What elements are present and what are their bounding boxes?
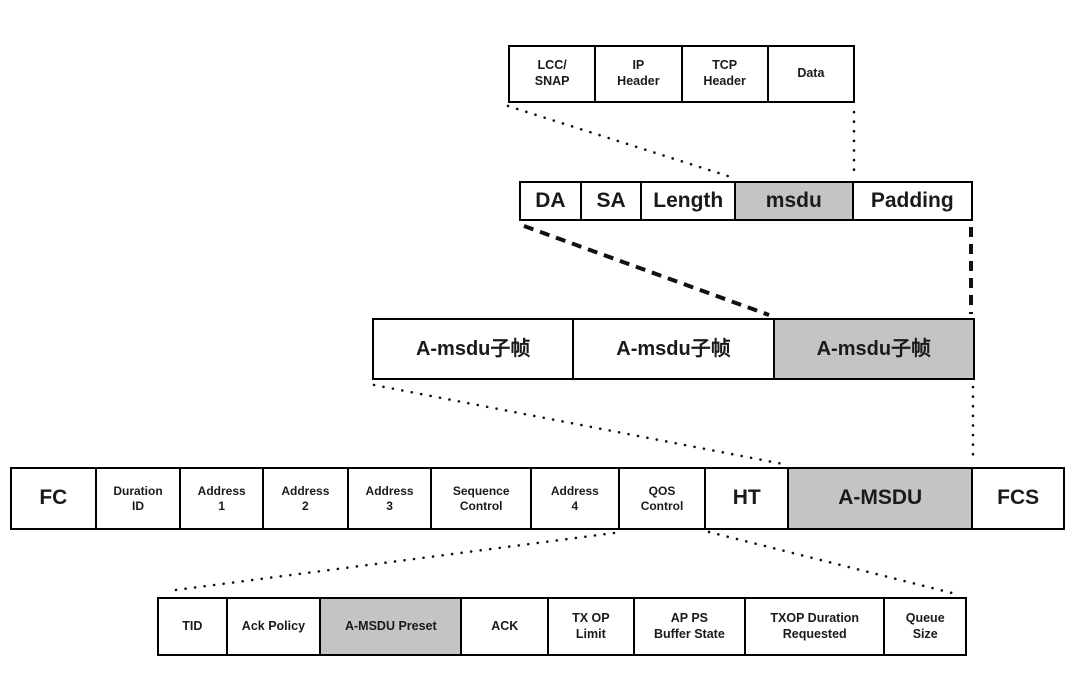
amsdu-aggregate-row: A-msdu子帧 A-msdu子帧 A-msdu子帧 (372, 318, 975, 380)
connector-packet-to-msdu-left (506, 104, 733, 179)
cell-msdu: msdu (736, 183, 854, 219)
connector-subframe-to-amsdu-left (523, 224, 770, 317)
cell-length: Length (642, 183, 737, 219)
cell-tcp-header: TCP Header (682, 47, 769, 101)
cell-duration-id: Duration ID (96, 469, 182, 528)
mac-frame-row: FC Duration ID Address 1 Address 2 Addre… (10, 467, 1065, 530)
cell-txop-limit: TX OP Limit (549, 599, 635, 654)
cell-amsdu-subframe-2: A-msdu子帧 (574, 320, 775, 378)
cell-address-2: Address 2 (264, 469, 349, 528)
cell-padding: Padding (853, 183, 971, 219)
connector-qos-to-field-right (707, 530, 958, 596)
connector-qos-to-field-left (166, 531, 616, 593)
packet-row: LCC/ SNAP IP Header TCP Header Data (508, 45, 855, 103)
cell-address-3: Address 3 (348, 469, 433, 528)
cell-ack: ACK (462, 599, 550, 654)
msdu-subframe-row: DA SA Length msdu Padding (519, 181, 973, 221)
cell-ip-header: IP Header (596, 47, 683, 101)
cell-sequence-control: Sequence Control (432, 469, 533, 528)
cell-data: Data (768, 47, 853, 101)
cell-lcc-snap: LCC/ SNAP (510, 47, 597, 101)
cell-amsdu-preset: A-MSDU Preset (321, 599, 463, 654)
cell-tid: TID (159, 599, 228, 654)
cell-fcs: FCS (973, 469, 1063, 528)
cell-fc: FC (12, 469, 97, 528)
cell-ap-ps-buffer-state: AP PS Buffer State (634, 599, 747, 654)
cell-a-msdu: A-MSDU (789, 469, 974, 528)
qos-control-field-row: TID Ack Policy A-MSDU Preset ACK TX OP L… (157, 597, 967, 656)
cell-address-1: Address 1 (181, 469, 265, 528)
cell-txop-duration-requested: TXOP Duration Requested (746, 599, 886, 654)
cell-address-4: Address 4 (532, 469, 620, 528)
cell-amsdu-subframe-3: A-msdu子帧 (774, 320, 973, 378)
cell-amsdu-subframe-1: A-msdu子帧 (374, 320, 575, 378)
cell-sa: SA (581, 183, 643, 219)
cell-queue-size: Queue Size (885, 599, 965, 654)
cell-da: DA (521, 183, 582, 219)
cell-qos-control: QOS Control (619, 469, 707, 528)
cell-ht: HT (706, 469, 790, 528)
connector-amsdu-to-mac-left (372, 383, 785, 466)
cell-ack-policy: Ack Policy (227, 599, 322, 654)
